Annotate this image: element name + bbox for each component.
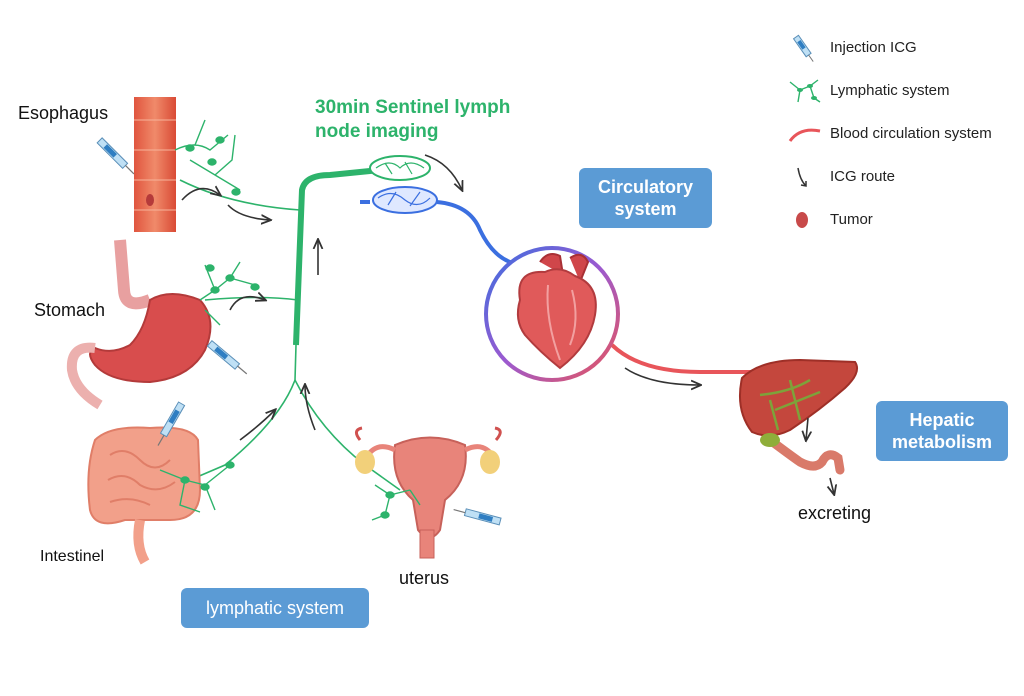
syringe-intestine-icon <box>157 401 186 446</box>
stomach-illustration <box>66 239 212 410</box>
label-intestine: Intestinel <box>40 548 105 565</box>
legend-label-tumor: Tumor <box>830 211 873 228</box>
sentinel-lymph-node <box>369 155 438 214</box>
icg-route-arrows <box>181 154 834 494</box>
esophagus-illustration <box>134 97 176 232</box>
arrow-icon <box>797 167 807 187</box>
lymphatic-trunk <box>179 167 401 491</box>
legend-label-lymphatic: Lymphatic system <box>830 82 950 99</box>
lymphatic-network-icon <box>789 78 821 103</box>
artery-to-liver <box>610 343 760 374</box>
diagram-title-text: 30min Sentinel lymph node imaging <box>315 97 511 142</box>
legend-item-tumor: Tumor <box>784 198 1020 241</box>
syringe-stomach-icon <box>206 339 248 375</box>
label-uterus: uterus <box>399 568 450 588</box>
legend-label-injection: Injection ICG <box>830 39 917 56</box>
syringe-esophagus-icon <box>96 137 135 175</box>
box-circulatory-text: Circulatory system <box>597 177 694 219</box>
label-stomach: Stomach <box>34 300 106 320</box>
box-lymphatic-system: lymphatic system <box>181 588 369 628</box>
box-circulatory-system: Circulatory system <box>579 168 712 228</box>
syringe-uterus-icon <box>453 508 502 526</box>
box-hepatic-metabolism: Hepatic metabolism <box>876 401 1008 461</box>
legend-item-route: ICG route <box>784 155 1020 198</box>
heart-illustration <box>484 246 620 382</box>
uterus-lymph-network <box>371 484 421 521</box>
label-excreting: excreting <box>798 503 872 523</box>
liver-illustration <box>739 358 858 475</box>
legend-item-lymphatic: Lymphatic system <box>784 69 1020 112</box>
stomach-lymph-network <box>199 261 260 326</box>
legend-item-injection: Injection ICG <box>784 26 1020 69</box>
intestine-illustration <box>87 426 202 565</box>
legend-label-blood: Blood circulation system <box>830 125 992 142</box>
intestine-lymph-network <box>159 461 235 513</box>
red-curve-icon <box>788 128 821 142</box>
vein-to-heart <box>360 200 511 264</box>
legend-item-blood: Blood circulation system <box>784 112 1020 155</box>
tumor-icon <box>796 211 808 228</box>
uterus-illustration <box>355 426 502 559</box>
label-esophagus: Esophagus <box>18 103 109 123</box>
esophagus-lymph-network <box>174 119 241 196</box>
diagram-title: 30min Sentinel lymph node imaging <box>315 96 545 144</box>
legend: Injection ICG Lymphatic system Blood cir… <box>784 26 1020 241</box>
syringe-icon <box>792 34 814 62</box>
box-lymphatic-text: lymphatic system <box>205 598 345 618</box>
legend-label-route: ICG route <box>830 168 896 185</box>
box-hepatic-text: Hepatic metabolism <box>891 410 993 452</box>
